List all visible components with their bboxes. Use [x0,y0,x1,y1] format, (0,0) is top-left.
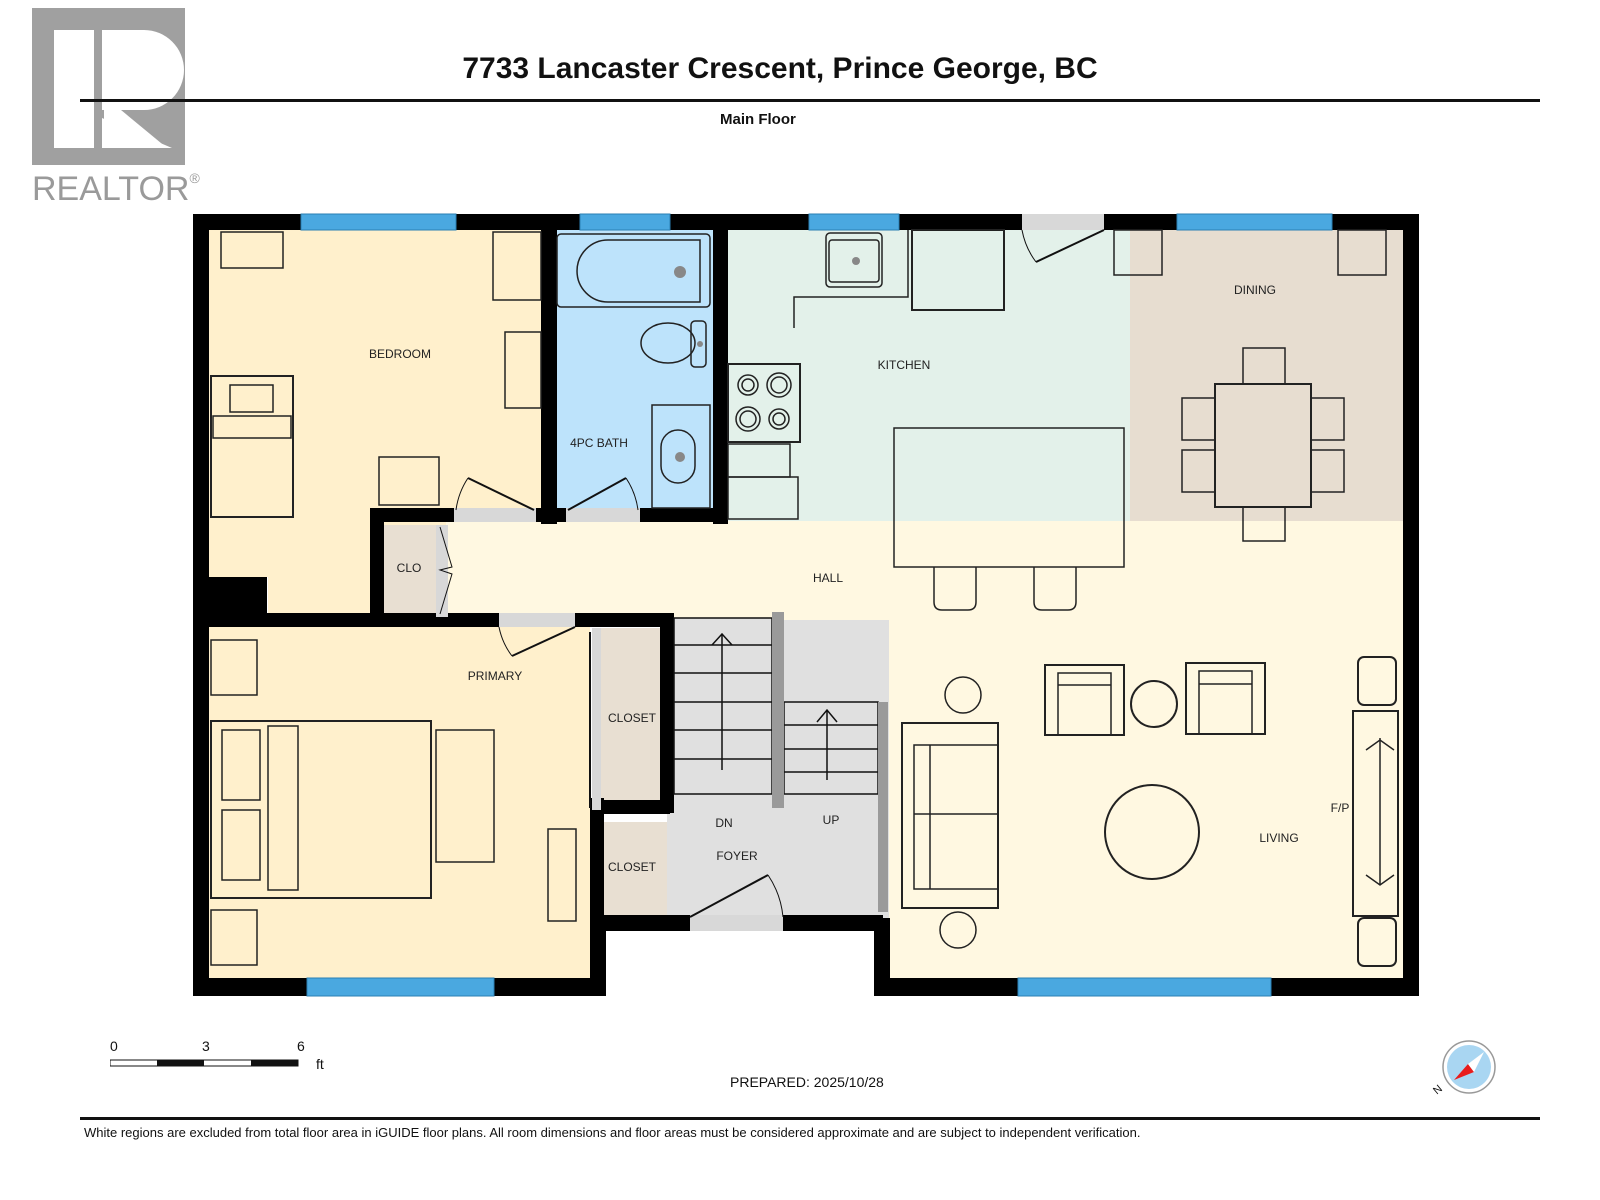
footer-divider [80,1117,1540,1120]
realtor-wordmark: REALTOR [32,170,190,208]
north-compass-icon: N [1431,1040,1498,1098]
primary-floor [206,627,590,979]
door-kitchen-exterior [1022,214,1104,230]
bath-floor [557,225,715,511]
door-primary [499,613,575,627]
fireplace [1352,710,1399,917]
closet1-floor [601,628,667,810]
hall-floor [446,521,886,621]
address-title: 7733 Lancaster Crescent, Prince George, … [462,52,1098,85]
stair-rail-1 [772,612,784,808]
page-title: 7733 Lancaster Crescent, Prince George, … [0,52,1600,86]
wall-right [1403,214,1419,996]
clo-floor [384,525,440,617]
wall-bed-bottom [372,508,454,522]
wall-foyer-left [590,918,606,996]
header-divider [80,99,1540,102]
wall-primary-top-a [209,613,499,627]
window-primary [306,977,495,997]
window-living [1017,977,1272,997]
door-bedroom [454,508,536,522]
bedroom-lower-nook [268,577,372,617]
floor-subtitle: Main Floor [720,111,796,128]
prepared-date: PREPARED: 2025/10/28 [730,1074,884,1090]
room-label-dining: DINING [1234,283,1276,297]
room-label-primary: PRIMARY [467,669,523,683]
window-bath [579,213,671,231]
wall-closet-right [660,613,674,813]
registered-mark: ® [189,170,200,186]
room-label-bath: 4PC BATH [570,436,628,450]
scale-tick-0: 0 [110,1038,118,1054]
wall-bath-kitchen [713,214,728,524]
room-label-foyer: FOYER [716,849,758,863]
door-closet1 [592,628,601,810]
window-bedroom [300,213,457,231]
kitchen-island [893,427,1125,568]
wall-foyer-bottom-l [590,915,690,931]
stairs-down [673,617,773,795]
living-floor [886,570,1403,978]
wall-corner-block [209,577,267,617]
room-label-fireplace: F/P [1330,801,1350,815]
wall-primary-right [590,798,604,928]
room-label-dn: DN [715,816,733,830]
closet2-floor [601,822,667,918]
scale-unit: ft [316,1056,324,1072]
wall-foyer-right [874,918,890,996]
coffee-table [1104,784,1200,880]
wall-bath-bottom-a [536,508,566,522]
room-label-closet-1: CLOSET [607,711,657,725]
room-label-living: LIVING [1259,831,1299,845]
room-label-kitchen: KITCHEN [877,358,931,372]
scale-bar-graphic [110,1059,299,1067]
scale-tick-3: 3 [202,1038,210,1054]
kitchen-floor [728,225,1130,570]
room-label-closet-2: CLOSET [607,860,657,874]
room-label-clo: CLO [396,561,422,575]
wall-foyer-bottom-r [783,915,883,931]
wall-bed-bath [541,214,557,524]
realtor-logo: REALTOR® [32,8,202,208]
double-bed [210,720,432,899]
wall-left [193,214,209,996]
scale-tick-6: 6 [297,1038,305,1054]
wall-primary-top-b [575,613,667,627]
dining-floor [1130,225,1403,570]
disclaimer-text: White regions are excluded from total fl… [84,1125,1141,1140]
window-kitchen [808,213,900,231]
stairs-up [783,701,879,795]
room-label-hall: HALL [812,571,844,585]
room-label-bedroom: BEDROOM [368,347,432,361]
wall-top [193,214,1416,230]
door-bath [566,508,640,522]
wall-clo-left [370,508,384,626]
room-label-up: UP [822,813,840,827]
living-floor-upper [886,521,1403,581]
single-bed [210,375,294,518]
stair-rail-2 [878,702,888,912]
door-foyer [690,915,783,931]
window-dining [1176,213,1333,231]
wall-bath-bottom-b [640,508,728,522]
realtor-r-mark-icon [32,8,185,165]
wall-closet-mid [590,800,670,814]
